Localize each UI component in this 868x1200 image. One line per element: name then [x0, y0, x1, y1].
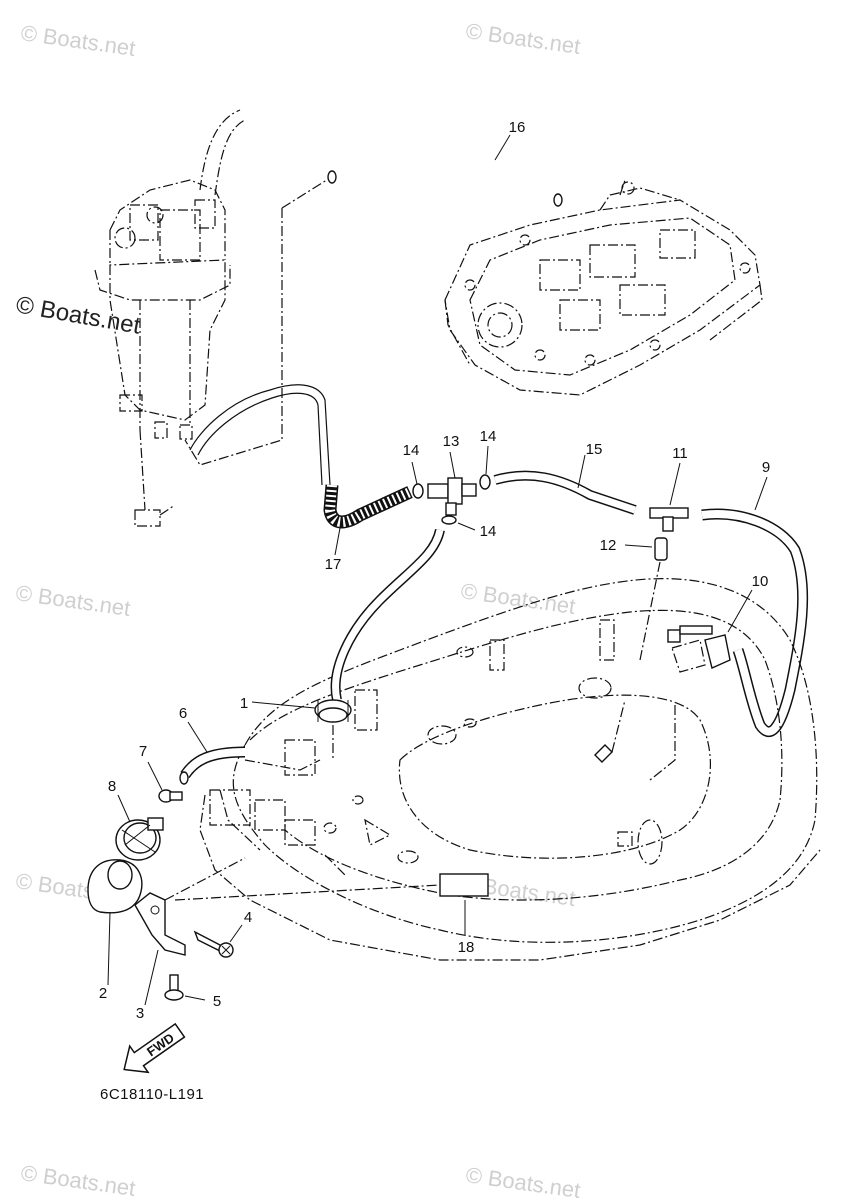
leader-line [449, 451, 456, 479]
callout-labels: 1 2 3 4 5 6 7 8 9 10 11 12 13 14 14 14 1… [99, 119, 770, 1022]
callout-3: 3 [136, 1005, 144, 1022]
guide-line [184, 208, 283, 466]
leader-line [494, 134, 511, 161]
watermark: © Boats.net [19, 20, 137, 61]
drawing-code: 6C18110-L191 [100, 1086, 204, 1103]
callout-12: 12 [600, 537, 617, 554]
leader-line [184, 995, 206, 1001]
part-5-bolt [164, 974, 184, 1001]
leader-line [754, 476, 768, 511]
callout-10: 10 [752, 573, 769, 590]
callout-4: 4 [244, 909, 252, 926]
leader-line [147, 761, 163, 791]
part-7-clip [158, 789, 183, 803]
hose-segment [197, 392, 323, 486]
callout-14: 14 [480, 523, 497, 540]
callout-17: 17 [325, 556, 342, 573]
callout-18: 18 [458, 939, 475, 956]
callout-8: 8 [108, 778, 116, 795]
clamp-14 [479, 474, 491, 490]
part-16-hose [327, 140, 563, 207]
callout-13: 13 [443, 433, 460, 450]
callout-14: 14 [403, 442, 420, 459]
clamp-14 [441, 515, 457, 525]
callout-14: 14 [480, 428, 497, 445]
leader-line [577, 454, 586, 489]
leader-line [229, 924, 243, 943]
leader-line [669, 462, 681, 506]
guide-line [174, 884, 441, 901]
part-2-elbow [87, 859, 143, 914]
callout-15: 15 [586, 441, 603, 458]
leader-line [251, 701, 316, 709]
watermark: © Boats.net [19, 1160, 137, 1200]
callout-5: 5 [213, 993, 221, 1010]
callout-9: 9 [762, 459, 770, 476]
part-12-hose-piece [654, 537, 668, 561]
fwd-arrow-icon: FWD [123, 1022, 186, 1074]
callout-16: 16 [509, 119, 526, 136]
guide-line [639, 561, 661, 661]
guide-line [164, 857, 246, 901]
part-10-clamp [667, 625, 731, 673]
callout-6: 6 [179, 705, 187, 722]
watermark: © Boats.net [464, 1162, 582, 1200]
joint-and-clamps [412, 474, 491, 525]
callout-1: 1 [240, 695, 248, 712]
guide-line [281, 177, 331, 209]
watermark: © Boats.net [464, 18, 582, 59]
watermark-dark: © Boats.net [14, 291, 143, 339]
clamp-14 [412, 483, 424, 499]
callout-11: 11 [672, 445, 688, 462]
part-6-hose [179, 746, 246, 785]
leader-line [117, 794, 131, 823]
leader-line [187, 721, 208, 753]
leader-line [624, 544, 653, 548]
watermark: © Boats.net [459, 578, 577, 619]
part-11-joint [649, 507, 689, 532]
leader-line [485, 445, 489, 475]
vapor-separator-assembly [94, 109, 246, 527]
part-4-screw [193, 930, 234, 958]
part-8-fitting [115, 817, 164, 861]
part-3-bracket [134, 892, 186, 956]
leader-line [144, 949, 159, 1006]
part-9-hose [701, 508, 809, 737]
callout-2: 2 [99, 985, 107, 1002]
engine-base-plate [444, 179, 763, 396]
leader-line [411, 461, 418, 485]
callout-7: 7 [139, 743, 147, 760]
hose-segment [189, 384, 331, 486]
leader-line [457, 522, 476, 531]
watermark: © Boats.net [14, 580, 132, 621]
leader-line [334, 527, 341, 556]
part-15-hose [493, 470, 637, 515]
leader-line [107, 911, 111, 986]
bottom-cowling [199, 578, 821, 961]
part-17-corrugated-hose [323, 484, 413, 529]
guide-line [244, 759, 321, 771]
watermark-layer: © Boats.net © Boats.net © Boats.net © Bo… [14, 18, 582, 1200]
part-1-grommet [314, 528, 445, 760]
